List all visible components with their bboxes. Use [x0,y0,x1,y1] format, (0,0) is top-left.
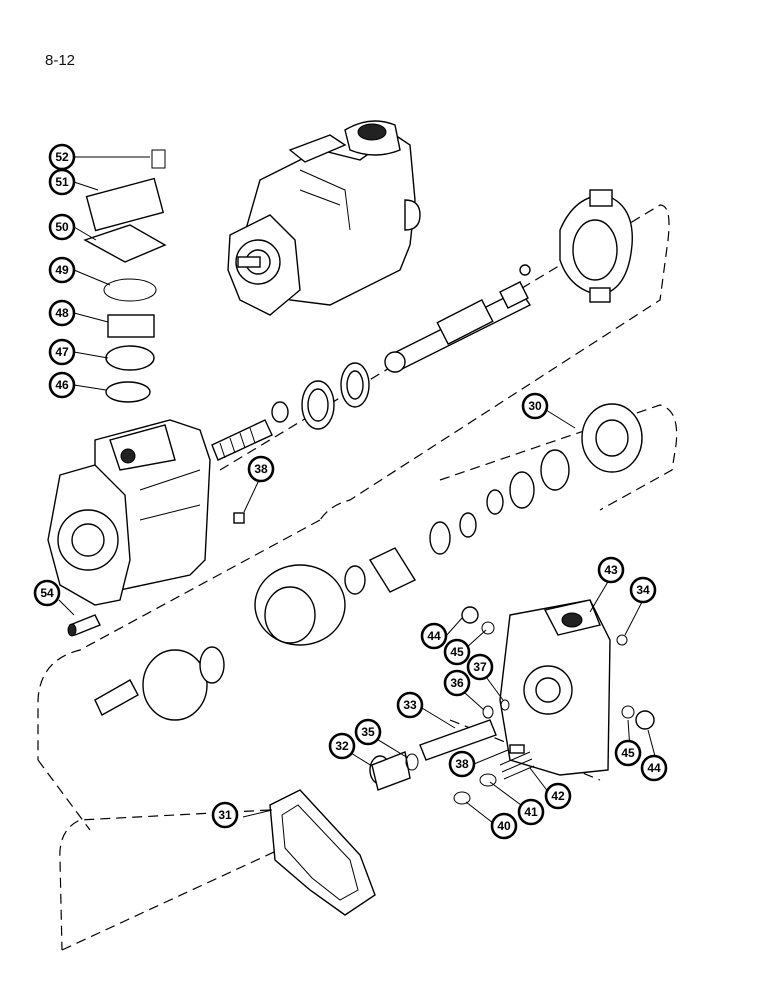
callout-42: 42 [544,782,572,810]
svg-text:41: 41 [524,805,538,819]
page-number: 8-12 [45,52,76,69]
svg-text:30: 30 [528,399,542,413]
callout-45-right: 45 [614,739,642,767]
callout-41: 41 [517,798,545,826]
callout-44-right: 44 [640,754,668,782]
svg-text:45: 45 [621,746,635,760]
callout-30: 30 [521,392,549,420]
svg-text:42: 42 [551,789,565,803]
svg-text:35: 35 [361,725,375,739]
svg-text:31: 31 [218,808,232,822]
callout-34: 34 [629,576,657,604]
callout-33: 33 [396,691,424,719]
callout-48: 48 [48,299,76,327]
svg-text:32: 32 [335,739,349,753]
callout-37: 37 [466,653,494,681]
callout-52: 52 [48,143,76,171]
callout-45-left: 45 [443,638,471,666]
bearings-illustration [211,362,370,461]
svg-text:38: 38 [254,462,268,476]
svg-text:46: 46 [55,378,69,392]
svg-text:43: 43 [604,563,618,577]
callout-36: 36 [443,669,471,697]
callout-47: 47 [48,338,76,366]
svg-text:38: 38 [455,757,469,771]
callout-46: 46 [48,371,76,399]
shaft-illustration [384,281,532,373]
screws-illustration [67,614,101,637]
svg-text:36: 36 [450,676,464,690]
svg-text:33: 33 [403,698,417,712]
callout-35: 35 [354,718,382,746]
callout-44-left: 44 [420,622,448,650]
svg-text:37: 37 [473,660,487,674]
svg-text:45: 45 [450,645,464,659]
callout-43: 43 [597,556,625,584]
callout-54: 54 [33,579,61,607]
housing-illustration [47,419,211,606]
svg-text:54: 54 [40,586,54,600]
svg-text:44: 44 [647,761,661,775]
assembled-pump-illustration [227,120,421,316]
rotating-group-illustration [94,403,643,721]
svg-text:49: 49 [55,263,69,277]
callout-40: 40 [490,812,518,840]
svg-text:44: 44 [427,629,441,643]
gasket-illustration [269,789,376,916]
svg-text:52: 52 [55,150,69,164]
callout-51: 51 [48,168,76,196]
callout-38-lower: 38 [448,750,476,778]
svg-text:51: 51 [55,175,69,189]
svg-text:47: 47 [55,345,69,359]
svg-text:50: 50 [55,220,69,234]
svg-text:40: 40 [497,819,511,833]
callout-49: 49 [48,256,76,284]
callout-32: 32 [328,732,356,760]
callout-38-upper: 38 [247,455,275,483]
callout-31: 31 [211,801,239,829]
spool-assembly-illustration [369,699,535,805]
end-cover-illustration [461,599,655,776]
callout-50: 50 [48,213,76,241]
seal-stack-illustration [83,149,167,403]
swash-block-illustration [519,189,633,303]
svg-text:34: 34 [636,583,650,597]
svg-text:48: 48 [55,306,69,320]
